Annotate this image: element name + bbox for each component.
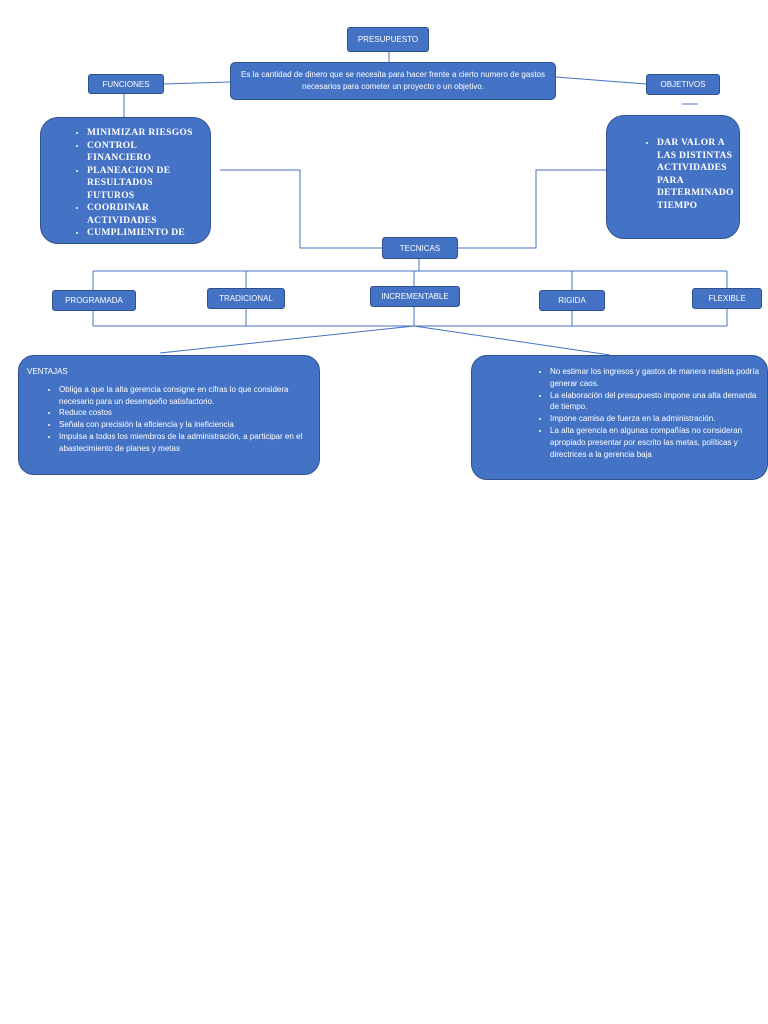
ventajas-item: Impulsa a todos los miembros de la admin…	[59, 431, 307, 455]
objetivos-item: DAR VALOR A LAS DISTINTAS ACTIVIDADES PA…	[657, 137, 735, 212]
ventajas-item: Reduce costos	[59, 407, 307, 419]
incrementable-label: INCREMENTABLE	[381, 292, 449, 301]
flexible-label: FLEXIBLE	[708, 294, 746, 303]
funciones-list: MINIMIZAR RIESGOS CONTROL FINANCIERO PLA…	[41, 127, 210, 240]
desventajas-list: No estimar los ingresos y gastos de mane…	[472, 366, 759, 460]
desventajas-item: No estimar los ingresos y gastos de mane…	[550, 366, 759, 390]
incrementable-node: INCREMENTABLE	[370, 286, 460, 307]
desventajas-item: La elaboración del presupuesto impone un…	[550, 390, 759, 414]
rigida-label: RIGIDA	[558, 296, 586, 305]
funciones-label: FUNCIONES	[102, 79, 150, 89]
funciones-item: CONTROL FINANCIERO	[87, 140, 202, 165]
definicion-node: Es la cantidad de dinero que se necesita…	[230, 62, 556, 100]
ventajas-item: Señala con precisión la eficiencia y la …	[59, 419, 307, 431]
objetivos-node: OBJETIVOS	[646, 74, 720, 95]
presupuesto-node: PRESUPUESTO	[347, 27, 429, 52]
objetivos-label: OBJETIVOS	[660, 80, 706, 89]
presupuesto-label: PRESUPUESTO	[357, 35, 419, 44]
funciones-box: MINIMIZAR RIESGOS CONTROL FINANCIERO PLA…	[40, 117, 211, 244]
ventajas-item: Obliga a que la alta gerencia consigne e…	[59, 384, 307, 408]
objetivos-list: DAR VALOR A LAS DISTINTAS ACTIVIDADES PA…	[607, 137, 739, 212]
funciones-node: FUNCIONES	[88, 74, 164, 94]
ventajas-list: Obliga a que la alta gerencia consigne e…	[27, 384, 307, 455]
desventajas-item: Impone camisa de fuerza en la administra…	[550, 413, 759, 425]
ventajas-box: VENTAJAS Obliga a que la alta gerencia c…	[18, 355, 320, 475]
programada-node: PROGRAMADA	[52, 290, 136, 311]
tradicional-label: TRADICIONAL	[219, 294, 273, 303]
ventajas-title: VENTAJAS	[27, 367, 68, 376]
objetivos-box: DAR VALOR A LAS DISTINTAS ACTIVIDADES PA…	[606, 115, 740, 239]
programada-label: PROGRAMADA	[65, 296, 123, 305]
funciones-item: CUMPLIMIENTO DE	[87, 227, 202, 240]
flexible-node: FLEXIBLE	[692, 288, 762, 309]
tecnicas-label: TECNICAS	[399, 243, 441, 253]
funciones-item: COORDINAR ACTIVIDADES	[87, 202, 202, 227]
tecnicas-node: TECNICAS	[382, 237, 458, 259]
rigida-node: RIGIDA	[539, 290, 605, 311]
funciones-item: PLANEACION DE RESULTADOS FUTUROS	[87, 165, 202, 203]
desventajas-item: La alta gerencia en algunas compañías no…	[550, 425, 759, 460]
desventajas-box: No estimar los ingresos y gastos de mane…	[471, 355, 768, 480]
tradicional-node: TRADICIONAL	[207, 288, 285, 309]
definicion-text: Es la cantidad de dinero que se necesita…	[241, 70, 545, 91]
funciones-item: MINIMIZAR RIESGOS	[87, 127, 202, 140]
